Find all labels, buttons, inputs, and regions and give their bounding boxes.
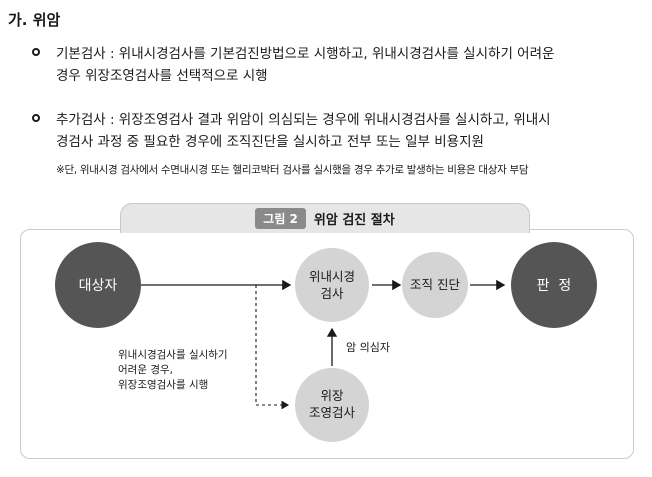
label-alt-condition: 어려운 경우, xyxy=(118,363,173,376)
label-alt-condition: 위장조영검사를 시행 xyxy=(118,378,208,391)
node-ugi-label: 위장 xyxy=(320,388,344,403)
dashed-arrow-alt-path xyxy=(255,285,290,410)
bullet-line: 경검사 과정 중 필요한 경우에 조직진단을 실시하고 전부 또는 일부 비용지… xyxy=(56,134,484,150)
footnote: ※단, 위내시경 검사에서 수면내시경 또는 헬리코박터 검사를 실시했을 경우… xyxy=(56,164,529,176)
node-subject-label: 대상자 xyxy=(79,278,118,294)
figure-number-badge: 그림 2 xyxy=(255,208,306,229)
node-biopsy-label: 조직 진단 xyxy=(410,277,460,292)
node-judgment xyxy=(511,242,597,328)
node-endoscopy-label: 위내시경 xyxy=(309,269,355,284)
bullet-line: 경우 위장조영검사를 선택적으로 시행 xyxy=(56,68,268,84)
bullet-basic-exam: 기본검사 : 위내시경검사를 기본검진방법으로 시행하고, 위내시경검사를 실시… xyxy=(32,43,646,87)
figure-title: 위암 검진 절차 xyxy=(313,213,395,228)
node-ugi xyxy=(295,368,369,442)
node-endoscopy xyxy=(295,248,369,322)
bullet-line: 기본검사 : 위내시경검사를 기본검진방법으로 시행하고, 위내시경검사를 실시… xyxy=(56,46,555,62)
node-endoscopy-label: 검사 xyxy=(320,286,344,301)
bullet-additional-exam: 추가검사 : 위장조영검사 결과 위암이 의심되는 경우에 위내시경검사를 실시… xyxy=(32,109,646,153)
label-suspected: 암 의심자 xyxy=(346,341,390,354)
bullet-line: 추가검사 : 위장조영검사 결과 위암이 의심되는 경우에 위내시경검사를 실시… xyxy=(56,112,551,128)
node-biopsy xyxy=(402,252,468,318)
figure-header: 그림 2 위암 검진 절차 xyxy=(120,203,530,233)
node-subject xyxy=(55,242,141,328)
node-judgment-label: 판 정 xyxy=(537,278,572,294)
node-ugi-label: 조영검사 xyxy=(309,405,356,420)
label-alt-condition: 위내시경검사를 실시하기 xyxy=(118,348,228,361)
circle-bullet-icon xyxy=(32,114,40,122)
circle-bullet-icon xyxy=(32,48,40,56)
section-title: 가. 위암 xyxy=(8,11,61,29)
